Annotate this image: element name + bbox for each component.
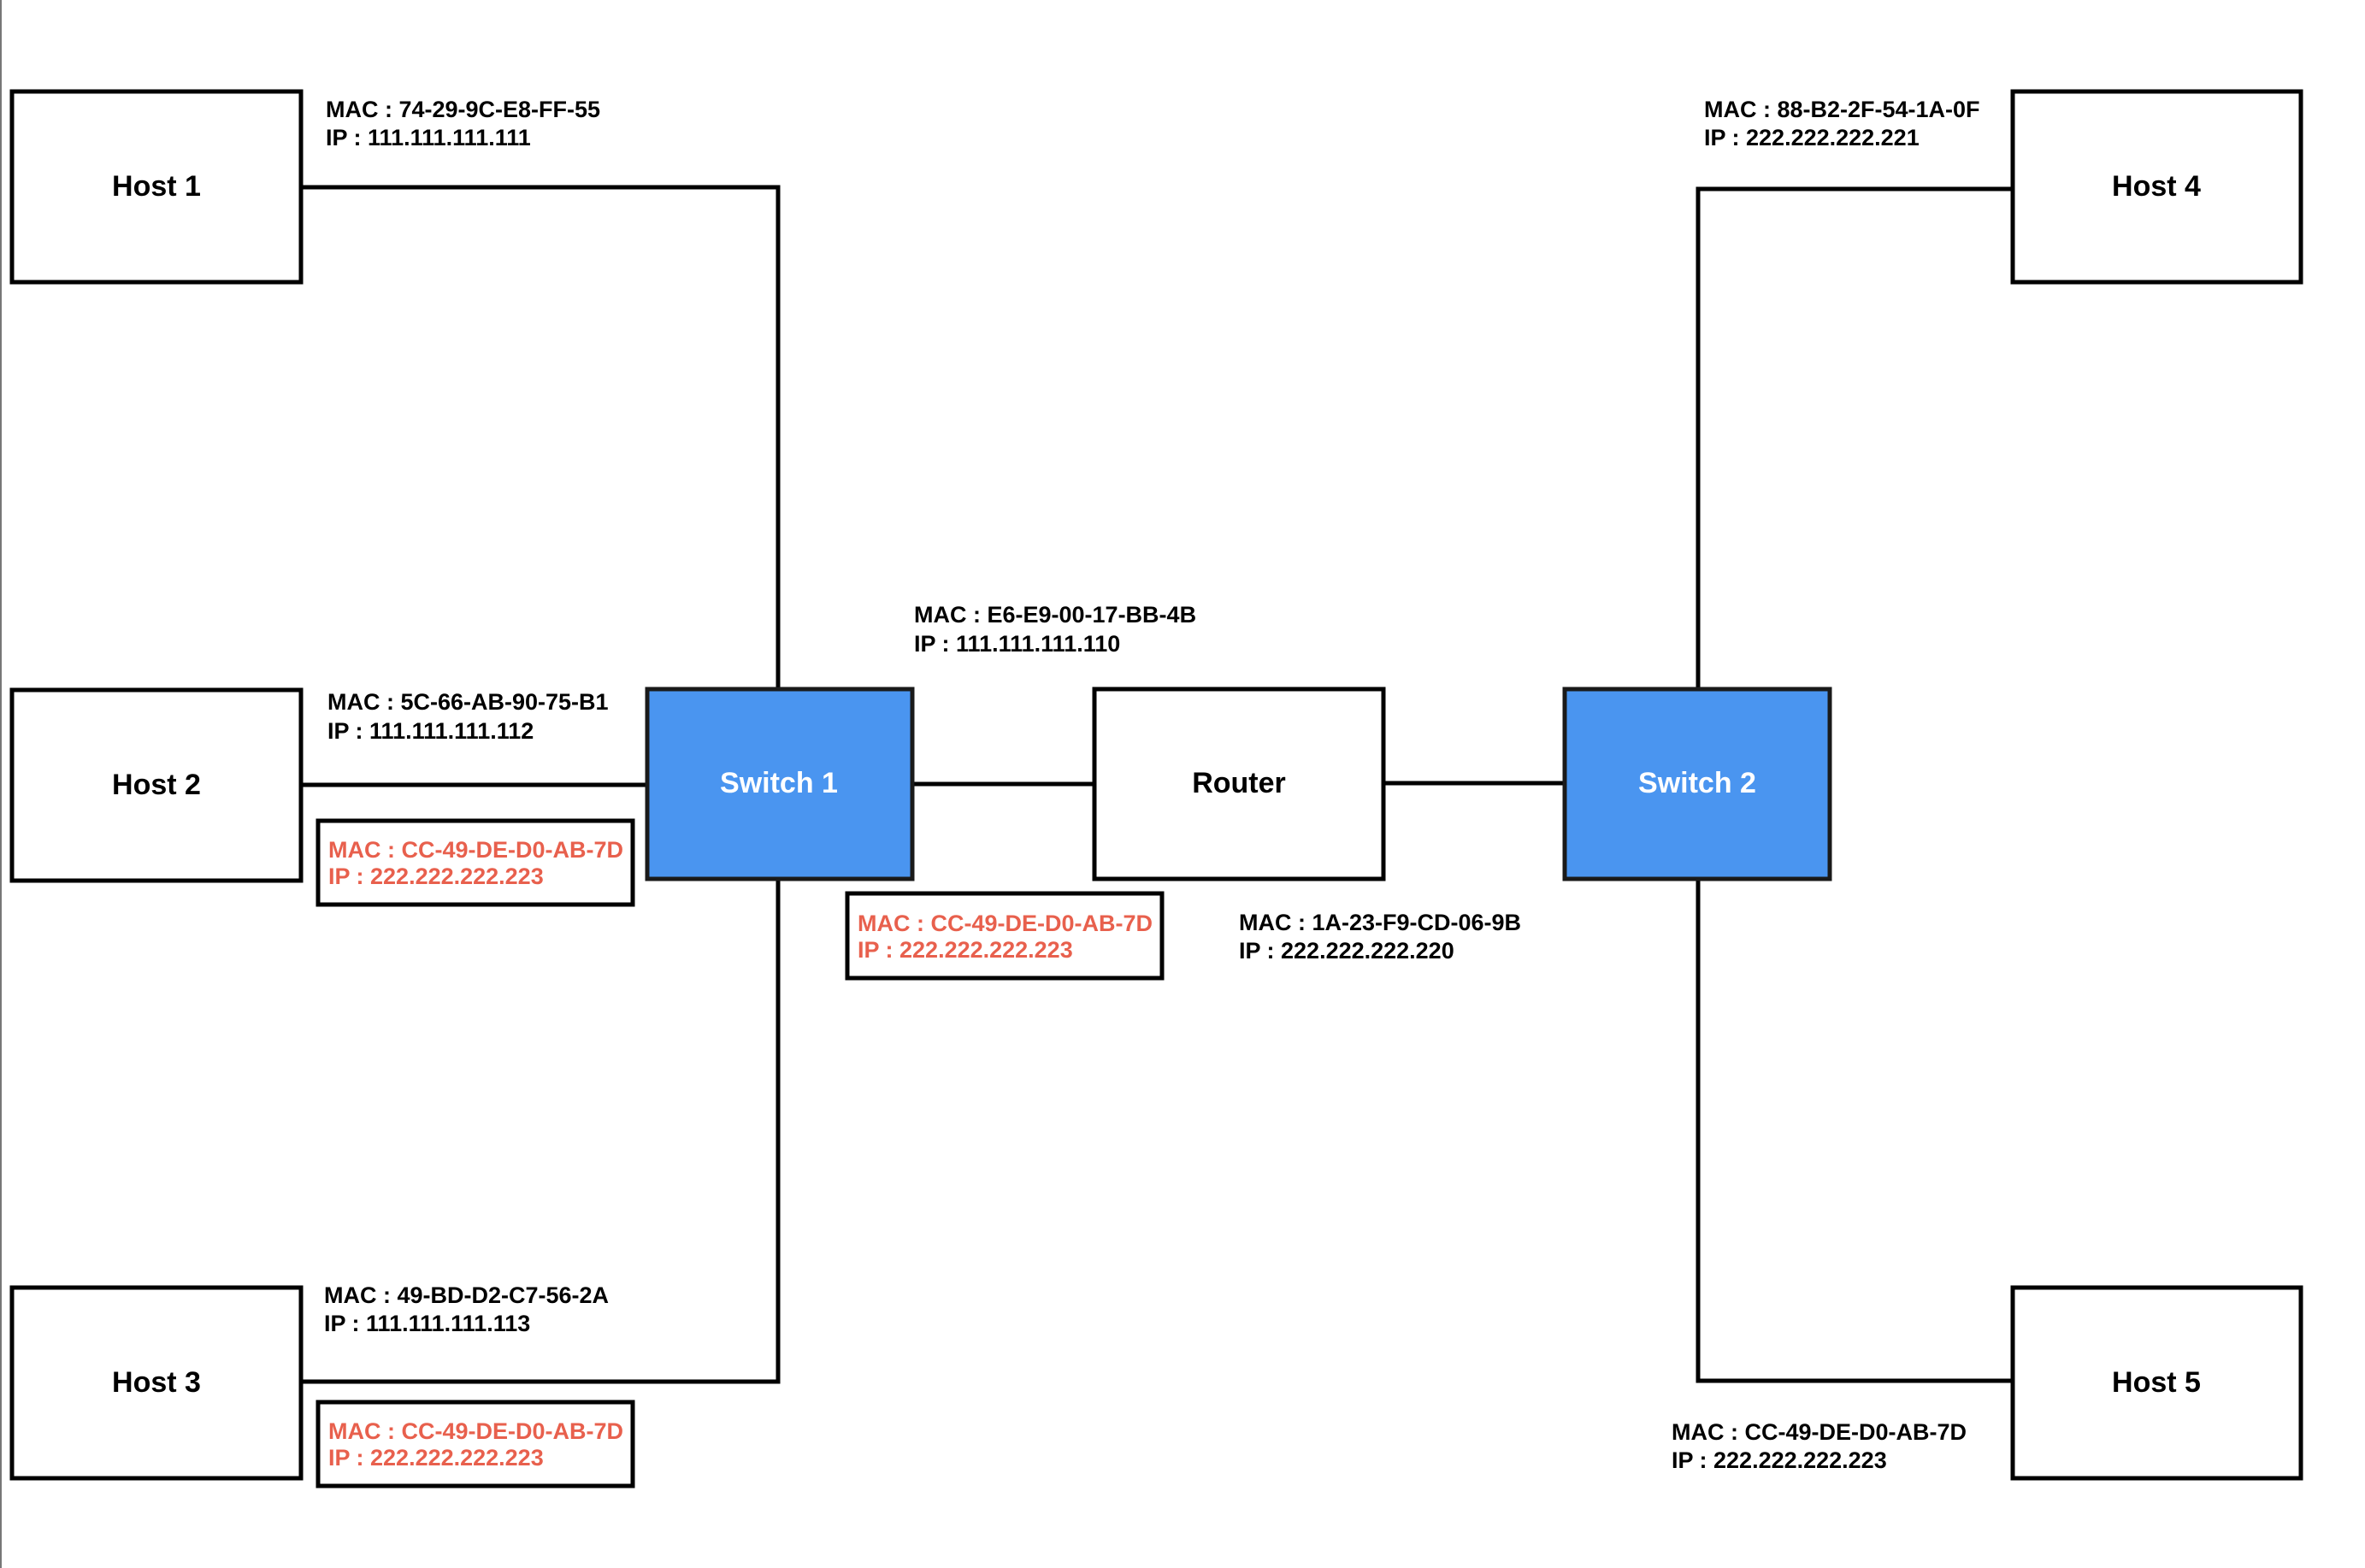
host-3-address: MAC : 49-BD-D2-C7-56-2A IP : 111.111.111… xyxy=(324,1282,609,1336)
link-spoof-ip: IP : 222.222.222.223 xyxy=(858,937,1073,963)
host-4-box[interactable] xyxy=(2010,89,2303,285)
host-2-spoof-box xyxy=(316,818,635,907)
host-4-address: MAC : 88-B2-2F-54-1A-0F IP : 222.222.222… xyxy=(1704,97,1980,150)
host-1-label: Host 1 xyxy=(112,170,201,203)
host-1-mac: MAC : 74-29-9C-E8-FF-55 xyxy=(326,97,600,122)
host-3[interactable]: Host 3 xyxy=(9,1285,304,1481)
switch-1-box[interactable] xyxy=(645,687,915,881)
host-3-label: Host 3 xyxy=(112,1366,201,1399)
host-3-box[interactable] xyxy=(9,1285,304,1481)
router-label: Router xyxy=(1192,767,1286,799)
router-wan-mac: MAC : 1A-23-F9-CD-06-9B xyxy=(1239,910,1521,935)
switch-2[interactable]: Switch 2 xyxy=(1562,687,1832,881)
host-1-box[interactable] xyxy=(9,89,304,285)
switch-1[interactable]: Switch 1 xyxy=(645,687,915,881)
host-5-ip: IP : 222.222.222.223 xyxy=(1672,1447,1887,1473)
link-spoof-box xyxy=(845,891,1165,981)
host-1-ip: IP : 111.111.111.111 xyxy=(326,125,531,150)
router-lan-address: MAC : E6-E9-00-17-BB-4B IP : 111.111.111… xyxy=(914,602,1196,657)
host-2-spoof-label: MAC : CC-49-DE-D0-AB-7D IP : 222.222.222… xyxy=(316,818,635,907)
router-wan-ip: IP : 222.222.222.220 xyxy=(1239,938,1454,964)
host-2-ip: IP : 111.111.111.112 xyxy=(327,718,534,744)
host-1-address: MAC : 74-29-9C-E8-FF-55 IP : 111.111.111… xyxy=(326,97,600,150)
switch-1-label: Switch 1 xyxy=(720,767,838,799)
host-2-spoof-ip: IP : 222.222.222.223 xyxy=(328,864,544,889)
host-4[interactable]: Host 4 xyxy=(2010,89,2303,285)
wire-host1-switch1 xyxy=(303,185,781,689)
host-5-label: Host 5 xyxy=(2112,1366,2201,1399)
wires xyxy=(303,185,2011,1384)
host-2-address: MAC : 5C-66-AB-90-75-B1 IP : 111.111.111… xyxy=(327,689,609,744)
host-5[interactable]: Host 5 xyxy=(2010,1285,2303,1481)
host-3-spoof-ip: IP : 222.222.222.223 xyxy=(328,1445,544,1471)
router[interactable]: Router xyxy=(1092,687,1386,881)
host-2-mac: MAC : 5C-66-AB-90-75-B1 xyxy=(327,689,609,715)
router-wan-address: MAC : 1A-23-F9-CD-06-9B IP : 222.222.222… xyxy=(1239,910,1521,964)
host-2-box[interactable] xyxy=(9,687,304,883)
switch-2-label: Switch 2 xyxy=(1638,767,1756,799)
host-1[interactable]: Host 1 xyxy=(9,89,304,285)
left-border xyxy=(0,0,2,1568)
router-lan-ip: IP : 111.111.111.110 xyxy=(914,631,1120,657)
host-4-mac: MAC : 88-B2-2F-54-1A-0F xyxy=(1704,97,1980,122)
switch-2-box[interactable] xyxy=(1562,687,1832,881)
host-2[interactable]: Host 2 xyxy=(9,687,304,883)
host-3-spoof-label: MAC : CC-49-DE-D0-AB-7D IP : 222.222.222… xyxy=(316,1400,635,1488)
host-3-spoof-mac: MAC : CC-49-DE-D0-AB-7D xyxy=(328,1418,623,1444)
host-4-label: Host 4 xyxy=(2112,170,2201,203)
host-2-spoof-mac: MAC : CC-49-DE-D0-AB-7D xyxy=(328,837,623,863)
wire-host4-switch2 xyxy=(1696,186,2011,688)
host-5-mac: MAC : CC-49-DE-D0-AB-7D xyxy=(1672,1419,1967,1445)
router-box[interactable] xyxy=(1092,687,1386,881)
link-spoof-mac: MAC : CC-49-DE-D0-AB-7D xyxy=(858,911,1153,936)
wire-host5-switch2 xyxy=(1696,878,2011,1383)
host-3-spoof-box xyxy=(316,1400,635,1488)
host-5-box[interactable] xyxy=(2010,1285,2303,1481)
host-3-mac: MAC : 49-BD-D2-C7-56-2A xyxy=(324,1282,609,1308)
router-lan-mac: MAC : E6-E9-00-17-BB-4B xyxy=(914,602,1196,628)
host-4-ip: IP : 222.222.222.221 xyxy=(1704,125,1920,150)
host-2-label: Host 2 xyxy=(112,769,201,801)
host-3-ip: IP : 111.111.111.113 xyxy=(324,1311,530,1336)
link-spoof-label: MAC : CC-49-DE-D0-AB-7D IP : 222.222.222… xyxy=(845,891,1165,981)
wire-host3-switch1 xyxy=(303,878,781,1384)
host-5-address: MAC : CC-49-DE-D0-AB-7D IP : 222.222.222… xyxy=(1672,1419,1967,1473)
